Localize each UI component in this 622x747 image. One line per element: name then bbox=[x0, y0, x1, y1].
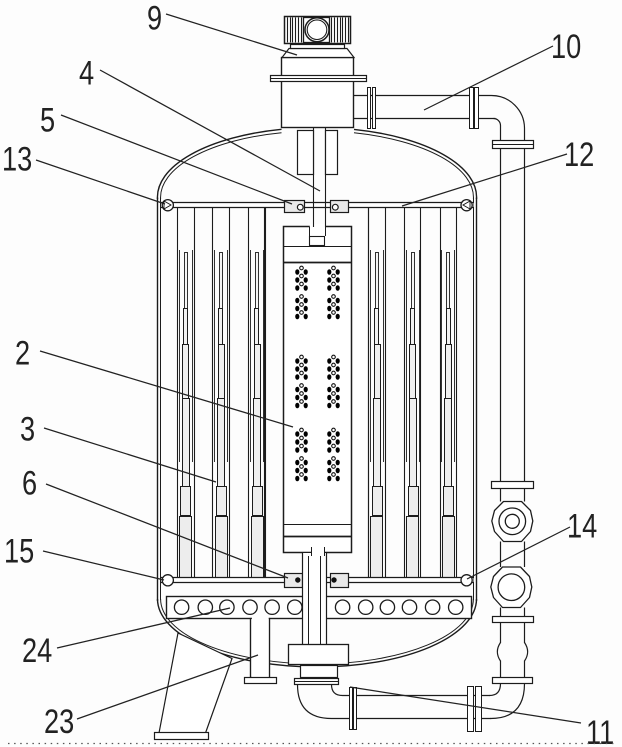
svg-text:13: 13 bbox=[2, 140, 32, 179]
svg-text:15: 15 bbox=[4, 532, 34, 571]
svg-text:14: 14 bbox=[567, 507, 597, 546]
svg-text:24: 24 bbox=[22, 631, 52, 670]
svg-text:6: 6 bbox=[22, 464, 37, 503]
svg-text:12: 12 bbox=[564, 135, 594, 174]
svg-text:3: 3 bbox=[20, 410, 35, 449]
svg-text:10: 10 bbox=[551, 27, 581, 66]
svg-text:2: 2 bbox=[15, 334, 30, 373]
svg-text:11: 11 bbox=[586, 713, 614, 747]
svg-text:5: 5 bbox=[40, 101, 55, 140]
svg-text:23: 23 bbox=[44, 702, 74, 741]
svg-text:4: 4 bbox=[79, 54, 94, 93]
svg-text:9: 9 bbox=[147, 0, 162, 37]
